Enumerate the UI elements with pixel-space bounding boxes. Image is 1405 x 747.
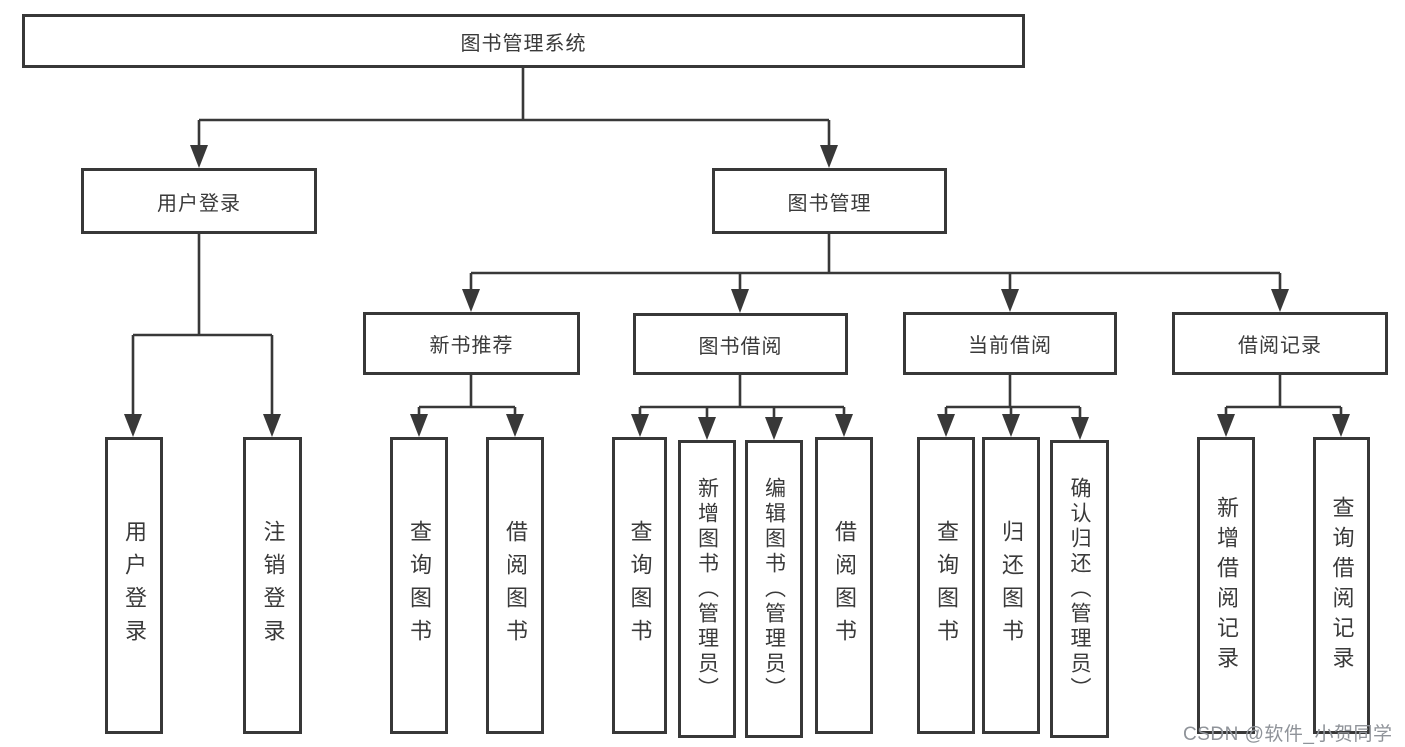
leaf-edit-books-admin: 编辑图书（管理员） (745, 440, 803, 738)
arrow-down-icon (820, 145, 838, 168)
connector-root-to-level2 (190, 68, 838, 168)
connector-book-mgmt-to-level3 (462, 234, 1289, 313)
arrow-down-icon (765, 417, 783, 440)
arrow-down-icon (506, 414, 524, 437)
arrow-down-icon (1002, 414, 1020, 437)
arrow-down-icon (1071, 417, 1089, 440)
arrow-down-icon (462, 289, 480, 312)
node-label: 借阅记录 (1238, 335, 1322, 357)
arrow-down-icon (410, 414, 428, 437)
arrow-down-icon (263, 414, 281, 437)
node-borrow-records: 借阅记录 (1172, 312, 1388, 375)
arrow-down-icon (1332, 414, 1350, 437)
node-user-login: 用户登录 (81, 168, 317, 234)
node-label: 图书管理系统 (460, 32, 587, 55)
node-current-borrowing: 当前借阅 (903, 312, 1117, 375)
node-label: 新增借阅记录 (1214, 495, 1239, 676)
node-root-library-system: 图书管理系统 (22, 14, 1025, 68)
arrow-down-icon (937, 414, 955, 437)
leaf-user-login: 用户登录 (105, 437, 163, 734)
arrow-down-icon (835, 414, 853, 437)
arrow-down-icon (698, 417, 716, 440)
node-label: 用户登录 (157, 192, 241, 215)
leaf-query-borrow-record: 查询借阅记录 (1313, 437, 1370, 734)
arrow-down-icon (731, 289, 749, 313)
node-book-borrowing: 图书借阅 (633, 313, 848, 375)
leaf-add-borrow-record: 新增借阅记录 (1197, 437, 1255, 734)
node-label: 归还图书 (999, 519, 1024, 652)
connector-user-login-to-children (124, 234, 281, 437)
arrow-down-icon (124, 414, 142, 437)
connector-current-borrow-to-children (937, 375, 1089, 440)
node-label: 用户登录 (122, 519, 147, 652)
node-new-book-recommend: 新书推荐 (363, 312, 580, 375)
node-label: 确认归还（管理员） (1068, 476, 1091, 702)
node-label: 新增图书（管理员） (695, 476, 719, 702)
leaf-query-books-2: 查询图书 (612, 437, 667, 734)
node-label: 编辑图书（管理员） (762, 476, 786, 702)
arrow-down-icon (1271, 289, 1289, 312)
leaf-query-books-1: 查询图书 (390, 437, 448, 734)
node-label: 借阅图书 (832, 519, 857, 652)
node-label: 新书推荐 (429, 335, 514, 357)
node-label: 查询图书 (407, 519, 432, 652)
node-book-management: 图书管理 (712, 168, 947, 234)
leaf-return-books: 归还图书 (982, 437, 1040, 734)
arrow-down-icon (631, 414, 649, 437)
leaf-query-books-3: 查询图书 (917, 437, 975, 734)
node-label: 当前借阅 (968, 335, 1052, 357)
leaf-borrow-books-1: 借阅图书 (486, 437, 544, 734)
node-label: 图书管理 (787, 192, 872, 215)
node-label: 图书借阅 (698, 335, 783, 358)
arrow-down-icon (1217, 414, 1235, 437)
leaf-add-books-admin: 新增图书（管理员） (678, 440, 736, 738)
node-label: 借阅图书 (503, 519, 528, 652)
connector-borrow-records-to-children (1217, 375, 1350, 437)
leaf-borrow-books-2: 借阅图书 (815, 437, 873, 734)
node-label: 查询图书 (627, 519, 653, 652)
leaf-logout: 注销登录 (243, 437, 302, 734)
csdn-watermark: CSDN @软件_小贺同学 (1183, 724, 1393, 745)
leaf-confirm-return-admin: 确认归还（管理员） (1050, 440, 1109, 738)
node-label: 查询图书 (934, 519, 959, 652)
connector-new-book-rec-to-children (410, 375, 524, 437)
node-label: 查询借阅记录 (1329, 495, 1355, 676)
connector-book-borrow-to-children (631, 375, 853, 440)
arrow-down-icon (190, 145, 208, 168)
node-label: 注销登录 (260, 519, 286, 652)
arrow-down-icon (1001, 289, 1019, 312)
